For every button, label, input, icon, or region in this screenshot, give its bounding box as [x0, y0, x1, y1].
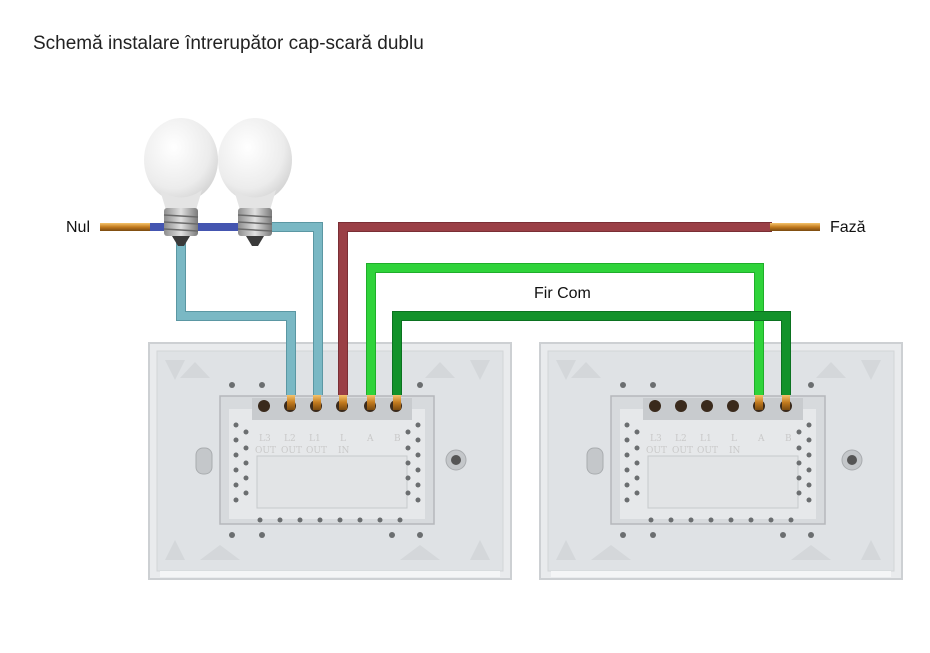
phase-label: Fază	[830, 219, 866, 236]
traveler-wire-1	[367, 264, 763, 395]
terminal-label: L3	[259, 434, 271, 444]
terminal-label: IN	[338, 446, 350, 456]
terminal-label: A	[366, 434, 374, 444]
terminal-label: IN	[729, 446, 741, 456]
terminal-label: OUT	[697, 446, 718, 456]
lamp1-wire	[177, 240, 295, 395]
terminal-label: L	[731, 434, 737, 444]
terminal-label: L3	[650, 434, 662, 444]
terminal-label: OUT	[255, 446, 276, 456]
neutral-label: Nul	[66, 219, 91, 236]
terminal-label: B	[394, 434, 401, 444]
terminal-label: OUT	[646, 446, 667, 456]
lamp2-wire	[260, 223, 322, 395]
terminal-label: B	[785, 434, 792, 444]
terminal-label: L1	[309, 434, 321, 444]
terminal-block-right	[643, 395, 803, 420]
terminal-label: L2	[675, 434, 687, 444]
terminal-label: OUT	[281, 446, 302, 456]
phase-wire-end	[770, 223, 820, 231]
terminal-label: L	[340, 434, 346, 444]
switch-panel-right: L3 L2 L1 L A B OUT OUT OUT IN	[539, 342, 903, 580]
common-wire-label: Fir Com	[534, 285, 591, 302]
terminal-label: OUT	[306, 446, 327, 456]
light-bulb-icon	[218, 118, 292, 246]
light-bulb-icon	[144, 118, 218, 246]
terminal-label: L2	[284, 434, 296, 444]
terminal-label: L1	[700, 434, 712, 444]
traveler-wire-2	[393, 312, 790, 395]
terminal-label: OUT	[672, 446, 693, 456]
terminal-block-left	[252, 395, 412, 420]
terminal-label: A	[757, 434, 765, 444]
diagram-title: Schemă instalare întrerupător cap-scară …	[33, 33, 424, 54]
neutral-wire-end	[100, 223, 158, 231]
switch-panel-left: L3 L2 L1 L A B OUT OUT OUT IN	[148, 342, 512, 580]
phase-wire	[339, 223, 772, 395]
